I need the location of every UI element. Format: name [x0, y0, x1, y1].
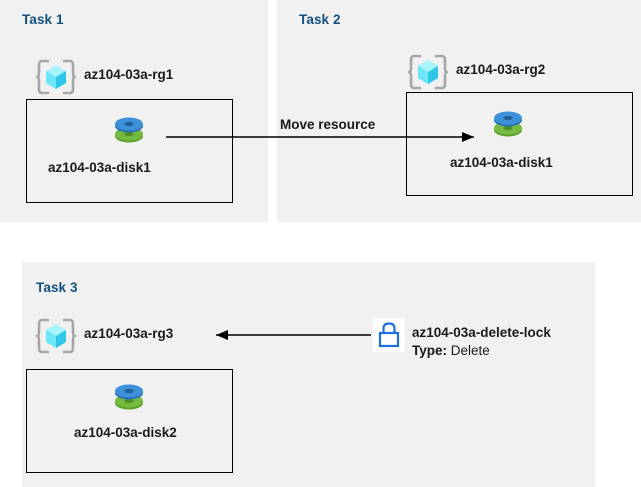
move-resource-label: Move resource	[280, 117, 376, 132]
managed-disk-icon	[490, 105, 526, 141]
resource-group-icon	[407, 52, 449, 92]
managed-disk-icon	[111, 378, 147, 414]
task1-resource-group-label: az104-03a-rg1	[84, 67, 174, 82]
task3-title: Task 3	[36, 280, 78, 295]
task1-title: Task 1	[22, 12, 64, 27]
resource-group-icon	[35, 57, 77, 97]
task3-disk-label: az104-03a-disk2	[74, 425, 177, 440]
delete-lock-type: Type: Delete	[412, 343, 490, 358]
delete-lock-type-label: Type:	[412, 343, 448, 358]
task1-resource-box	[26, 99, 233, 203]
task3-resource-group-label: az104-03a-rg3	[84, 326, 174, 341]
task2-resource-box	[406, 92, 633, 196]
delete-lock-name: az104-03a-delete-lock	[412, 325, 551, 340]
task2-resource-group-label: az104-03a-rg2	[456, 62, 546, 77]
task2-disk-label: az104-03a-disk1	[450, 155, 553, 170]
delete-lock-type-value: Delete	[447, 343, 490, 358]
task1-disk-label: az104-03a-disk1	[48, 160, 151, 175]
task1-panel: Task 1 az104-03a-rg1 az104-03a-disk1	[0, 0, 268, 222]
managed-disk-icon	[111, 111, 147, 147]
lock-icon	[373, 318, 405, 352]
task2-title: Task 2	[299, 12, 341, 27]
resource-group-icon	[35, 316, 77, 356]
